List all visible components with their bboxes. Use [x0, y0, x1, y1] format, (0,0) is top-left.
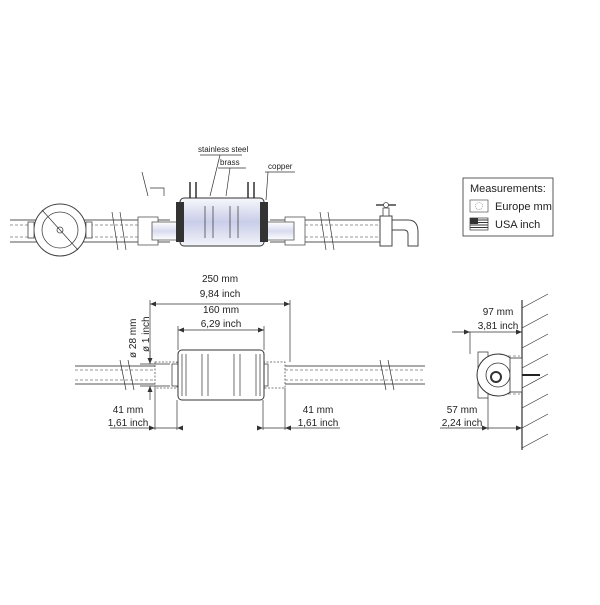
front-view: 250 mm 9,84 inch 160 mm 6,29 inch ø 28 m… — [75, 274, 425, 431]
measurement-legend: Measurements: Europe mm USA inch — [462, 177, 554, 237]
side-view: 97 mm 3,81 inch 57 mm 2,24 inch — [440, 293, 549, 450]
water-conditioner-device — [151, 182, 295, 247]
eu-flag-icon — [469, 199, 489, 213]
installation-view: stainless steel brass copper — [10, 145, 419, 257]
dim-body-inch: 6,29 inch — [201, 319, 242, 330]
dim-right-stub-inch: 1,61 inch — [298, 418, 339, 429]
dim-left-stub-mm: 41 mm — [113, 405, 144, 416]
label-brass: brass — [220, 158, 240, 167]
dim-overall-mm: 250 mm — [202, 274, 238, 285]
label-stainless-steel: stainless steel — [198, 145, 248, 154]
material-leaders — [141, 154, 295, 201]
us-flag-icon — [469, 217, 489, 231]
legend-item-usa: USA inch — [495, 219, 540, 231]
dim-overall-inch: 9,84 inch — [200, 289, 241, 300]
dim-body-mm: 160 mm — [203, 305, 239, 316]
label-copper: copper — [268, 162, 293, 171]
water-meter-icon — [27, 203, 93, 257]
legend-title: Measurements: — [470, 183, 546, 195]
dim-depth-inch: 3,81 inch — [478, 321, 519, 332]
dim-right-stub-mm: 41 mm — [303, 405, 334, 416]
dim-wall-offset-inch: 2,24 inch — [442, 418, 483, 429]
dim-diameter-inch: ø 1 inch — [141, 316, 152, 352]
dim-depth-mm: 97 mm — [483, 307, 514, 318]
dim-wall-offset-mm: 57 mm — [447, 405, 478, 416]
faucet-icon — [376, 202, 419, 247]
dim-left-stub-inch: 1,61 inch — [108, 418, 149, 429]
legend-item-europe: Europe mm — [495, 201, 552, 213]
dim-diameter-mm: ø 28 mm — [128, 319, 139, 358]
